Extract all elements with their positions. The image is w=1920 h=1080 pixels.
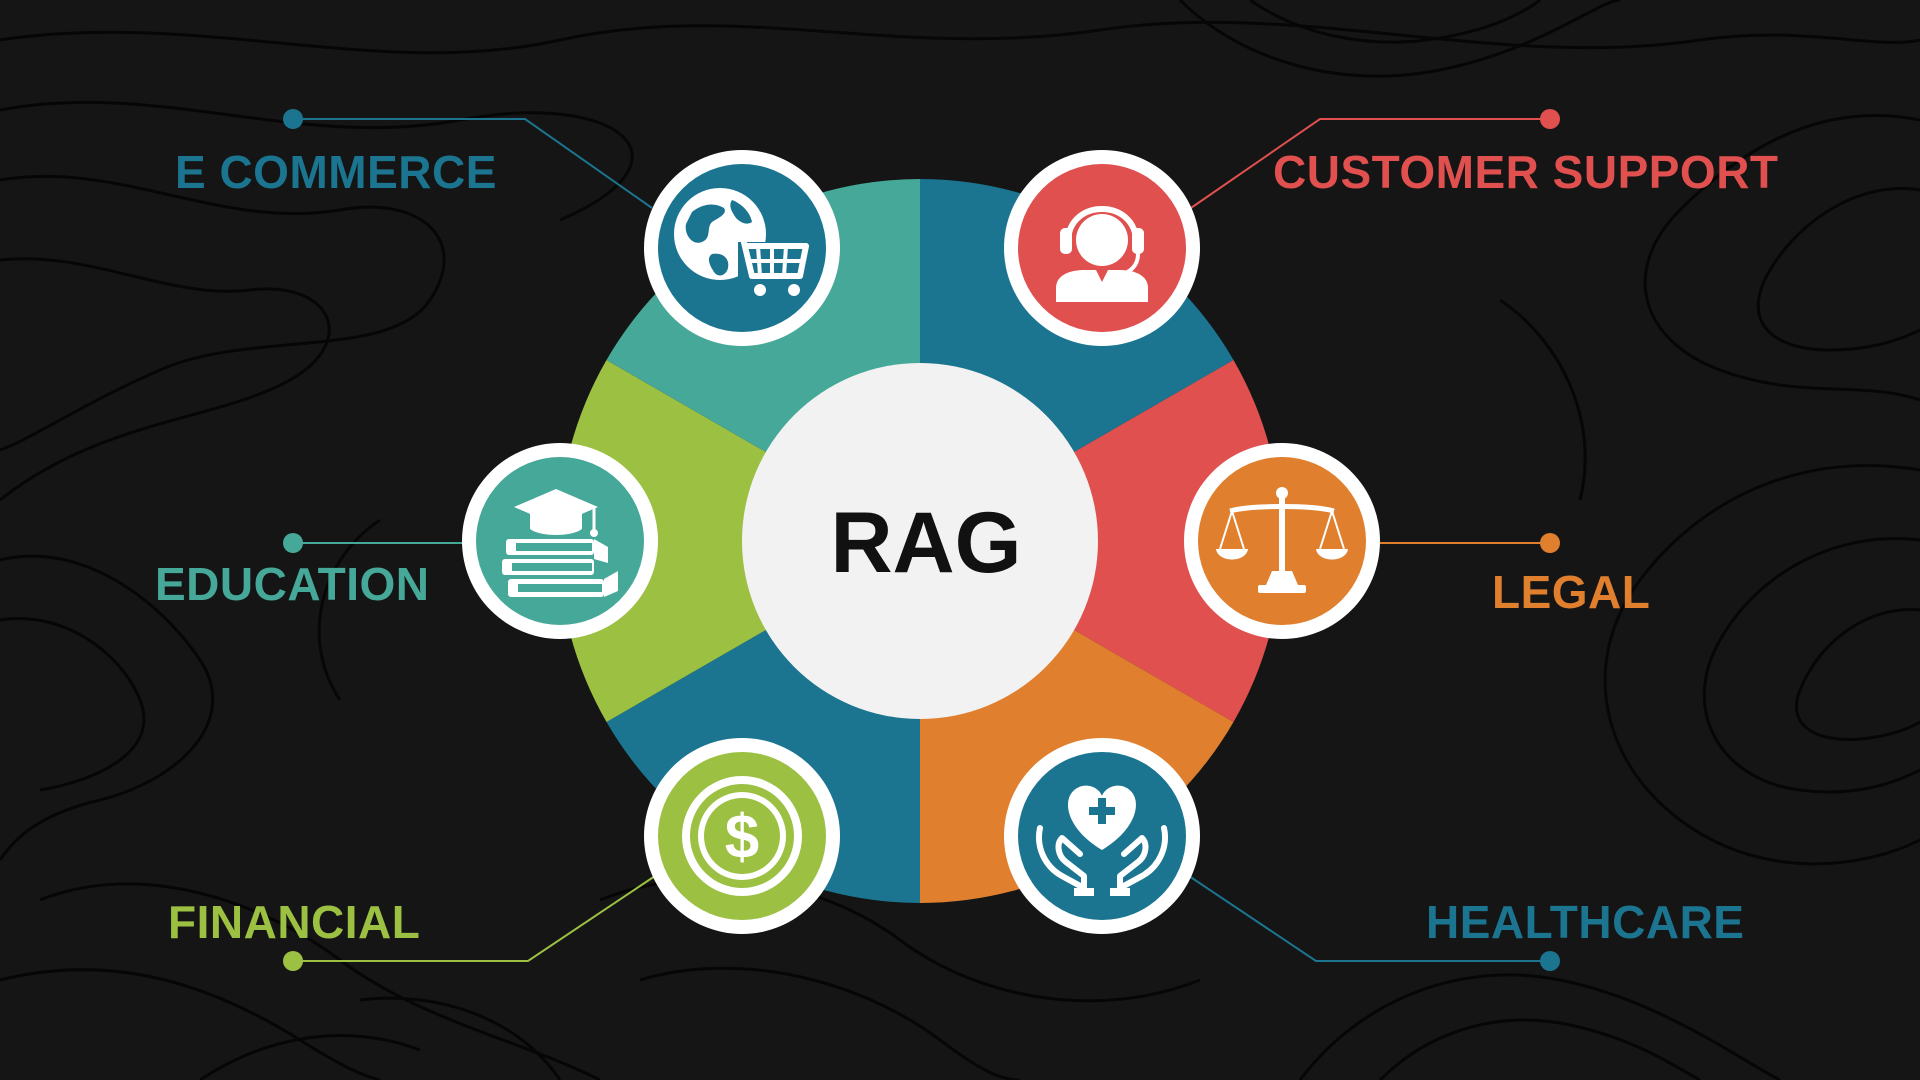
badge-financial: $ <box>644 738 840 934</box>
label-healthcare: HEALTHCARE <box>1426 896 1744 948</box>
dollar-coin-icon: $ <box>682 776 802 896</box>
connector-dot-customer-support <box>1540 109 1560 129</box>
center-circle <box>742 363 1098 719</box>
center-title: RAG <box>830 495 1021 591</box>
connector-financial <box>293 875 656 962</box>
badge-legal <box>1184 443 1380 639</box>
heart-in-hands-icon <box>1036 785 1168 896</box>
segment-customer-support <box>1067 360 1282 722</box>
headset-agent-icon <box>1056 206 1148 302</box>
connector-ecommerce <box>293 118 653 209</box>
label-education: EDUCATION <box>155 558 430 610</box>
connector-dot-legal <box>1540 533 1560 553</box>
connector-healthcare <box>1185 873 1550 962</box>
connector-dot-education <box>283 533 303 553</box>
scales-of-justice-icon <box>1216 487 1348 593</box>
segment-financial <box>558 360 773 722</box>
badge-ecommerce <box>644 150 840 346</box>
graduation-books-icon <box>502 489 618 597</box>
connector-dot-healthcare <box>1540 951 1560 971</box>
connector-dot-ecommerce <box>283 109 303 129</box>
badge-education <box>462 443 658 639</box>
connector-customer-support <box>1187 118 1550 211</box>
globe-cart-icon <box>674 188 809 296</box>
label-financial: FINANCIAL <box>168 896 420 948</box>
label-ecommerce: E COMMERCE <box>175 146 497 198</box>
badge-customer-support <box>1004 150 1200 346</box>
badge-healthcare <box>1004 738 1200 934</box>
svg-text:$: $ <box>725 803 759 872</box>
connector-dot-financial <box>283 951 303 971</box>
label-customer-support: CUSTOMER SUPPORT <box>1273 146 1779 198</box>
connector-lines <box>283 109 1560 971</box>
label-legal: LEGAL <box>1492 566 1650 618</box>
